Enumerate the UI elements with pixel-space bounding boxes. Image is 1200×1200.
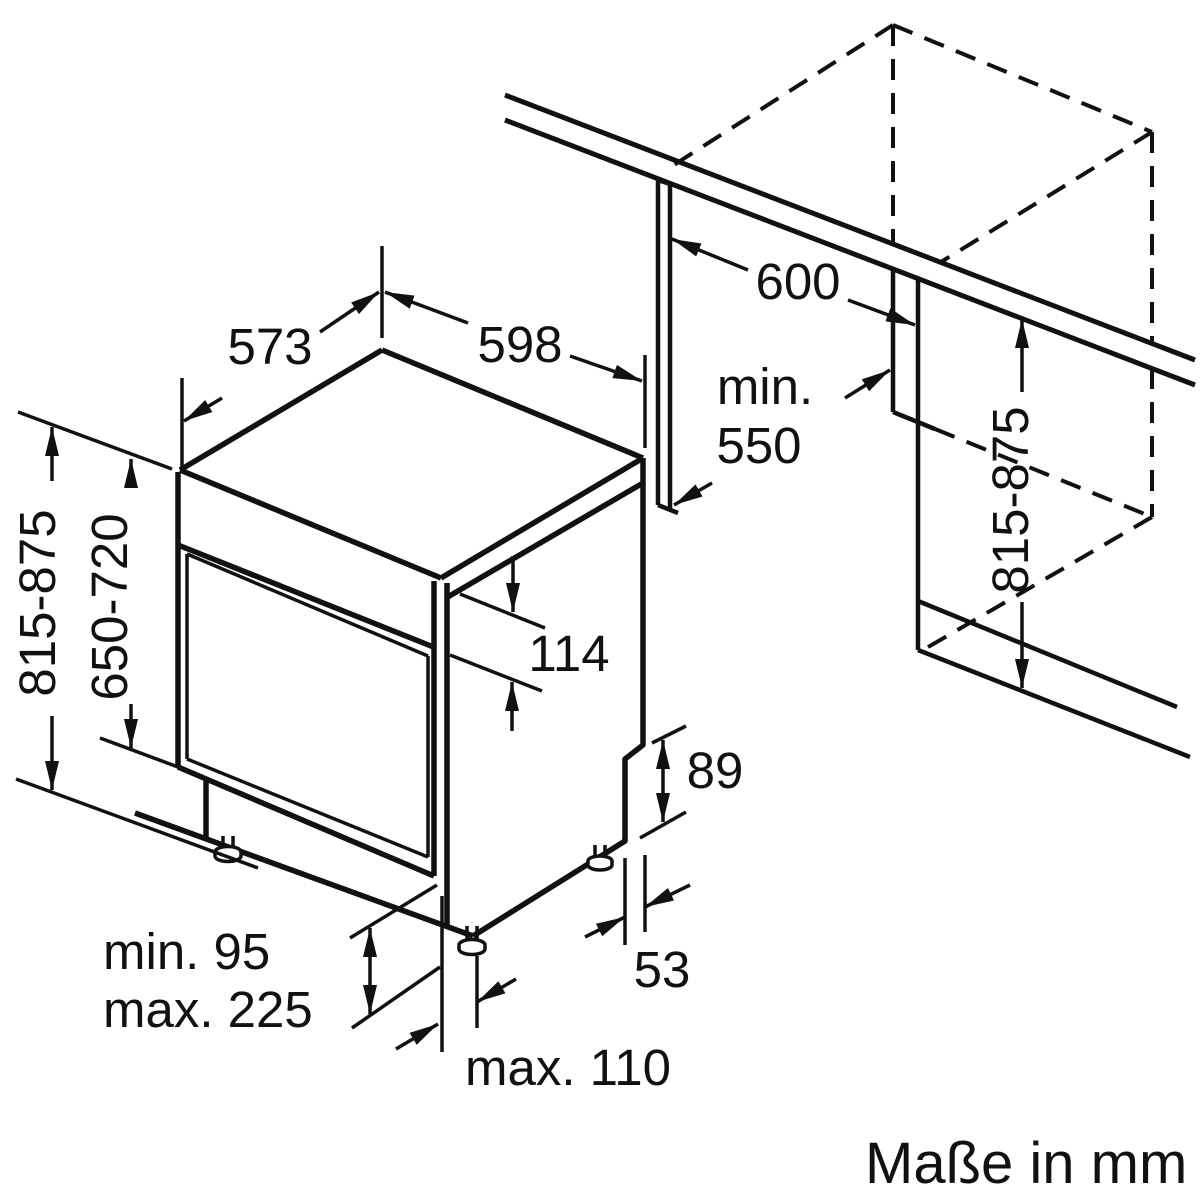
dim-plinth-recess-max: max. 110 <box>465 1039 671 1096</box>
dim-plinth-height-min: min. 95 <box>103 923 270 980</box>
dimension-arrows <box>45 237 1029 1051</box>
adjustable-foot-rear <box>586 845 614 872</box>
adjustable-foot-front-right <box>457 926 487 957</box>
left-cabinet-panel <box>655 177 679 516</box>
dim-niche-depth-prefix: min. <box>717 358 813 415</box>
countertop <box>504 92 1196 388</box>
niche-dashed-box <box>664 23 1154 652</box>
right-cabinet-panel <box>890 269 1191 760</box>
dishwasher-body <box>134 347 646 939</box>
dim-rear-recess-depth: 53 <box>634 941 691 998</box>
dim-rear-recess-height: 89 <box>687 742 744 799</box>
dim-niche-depth: 550 <box>716 417 801 474</box>
door-inner-panel <box>185 552 430 859</box>
extension-lines <box>15 246 687 1052</box>
dim-appliance-height: 815-875 <box>9 509 66 696</box>
dim-plinth-height-max: max. 225 <box>103 981 313 1038</box>
dim-niche-height: 815-875 <box>982 406 1039 593</box>
dim-control-panel-height: 114 <box>528 625 609 682</box>
dim-door-panel-height: 650-720 <box>81 513 138 700</box>
dim-top-depth: 573 <box>227 318 312 375</box>
units-note: Maße in mm <box>865 1131 1187 1196</box>
dim-niche-width: 600 <box>755 253 840 310</box>
dim-top-width: 598 <box>477 316 562 373</box>
